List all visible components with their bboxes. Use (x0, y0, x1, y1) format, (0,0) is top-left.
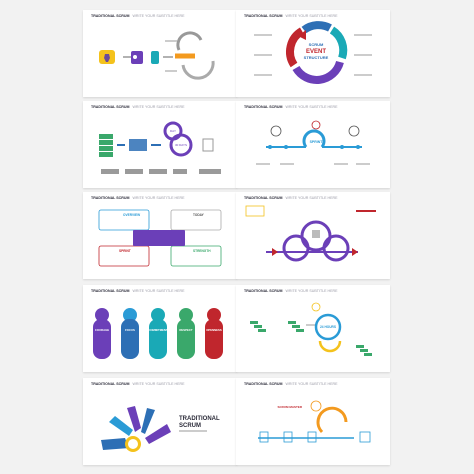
slide-3-diagram: DAY 30 DAYS (99, 121, 221, 174)
slide-5-diagram: OVERVIEW TODAY SPRINT STRENGTH (98, 209, 222, 267)
sprint-label: SPRINT (310, 140, 324, 144)
slide-6-diagram (245, 205, 376, 262)
sprint-label: SPRINT (119, 249, 131, 253)
slide-8-diagram: 24 HOURS (250, 302, 372, 356)
slide-9-diagram: TRADITIONAL SCRUM (101, 406, 220, 452)
courage-label: COURAGE (95, 328, 109, 332)
slide-4-diagram: SPRINT (256, 120, 370, 165)
respect-label: RESPECT (179, 328, 193, 332)
commitment-label: COMMITMENT (148, 328, 168, 332)
title-line-2: SCRUM (179, 423, 201, 429)
title-line-1: TRADITIONAL (179, 416, 220, 422)
day-label: DAY (170, 129, 176, 133)
today-label: TODAY (193, 213, 205, 217)
center-label-1: SCRUM (309, 42, 324, 47)
slide-2-diagram: SCRUM EVENT STRUCTURE (254, 21, 372, 84)
center-label-3: STRUCTURE (304, 55, 329, 60)
center-label-2: EVENT (306, 49, 326, 55)
overview-label: OVERVIEW (123, 213, 140, 217)
strength-label: STRENGTH (193, 249, 211, 253)
hours-label: 24 HOURS (320, 325, 336, 329)
master-label: SCRUM MASTER (278, 405, 303, 409)
focus-label: FOCUS (125, 328, 135, 332)
slide-10-diagram: SCRUM MASTER (258, 400, 371, 443)
slide-7-diagram: COURAGE FOCUS COMMITMENT RESPECT OPENNES… (93, 308, 223, 359)
slide-1-diagram (99, 31, 215, 80)
openness-label: OPENNESS (206, 328, 222, 332)
days-label: 30 DAYS (175, 143, 187, 147)
